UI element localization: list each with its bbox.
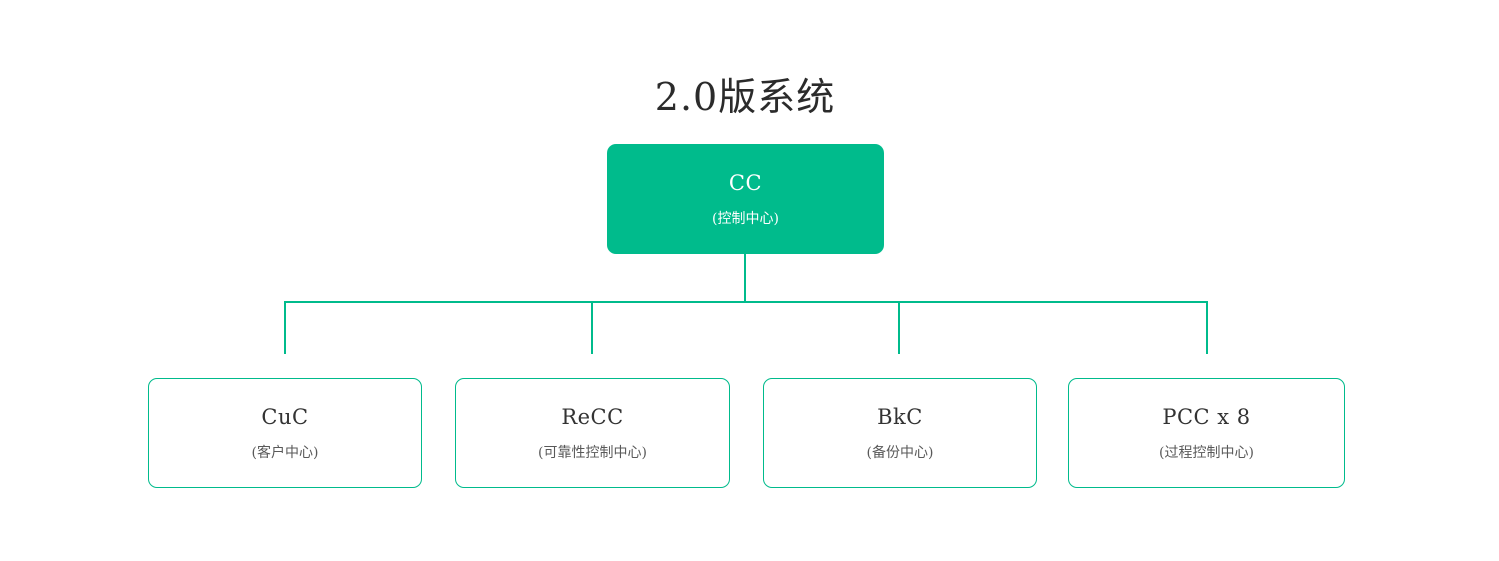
node-bkc-sublabel: (备份中心) <box>866 444 934 461</box>
node-pcc: PCC x 8 (过程控制中心) <box>1068 378 1345 488</box>
connector-stub-cuc <box>284 301 286 354</box>
node-pcc-label: PCC x 8 <box>1162 404 1251 429</box>
node-cc-sublabel: (控制中心) <box>712 210 779 227</box>
node-bkc: BkC (备份中心) <box>763 378 1037 488</box>
node-cc: CC (控制中心) <box>607 144 884 254</box>
node-cuc-label: CuC <box>261 404 309 429</box>
connector-stub-bkc <box>898 301 900 354</box>
node-pcc-sublabel: (过程控制中心) <box>1159 444 1254 461</box>
node-recc: ReCC (可靠性控制中心) <box>455 378 730 488</box>
node-cuc-sublabel: (客户中心) <box>251 444 319 461</box>
diagram-title: 2.0版系统 <box>654 75 836 119</box>
connector-stub-recc <box>591 301 593 354</box>
node-bkc-label: BkC <box>877 404 923 429</box>
connector-root-drop <box>744 254 746 302</box>
connector-stub-pcc <box>1206 301 1208 354</box>
node-cc-label: CC <box>728 170 763 195</box>
node-recc-label: ReCC <box>561 404 624 429</box>
node-cuc: CuC (客户中心) <box>148 378 422 488</box>
connector-horizontal-bar <box>284 301 1208 303</box>
node-recc-sublabel: (可靠性控制中心) <box>538 444 647 461</box>
